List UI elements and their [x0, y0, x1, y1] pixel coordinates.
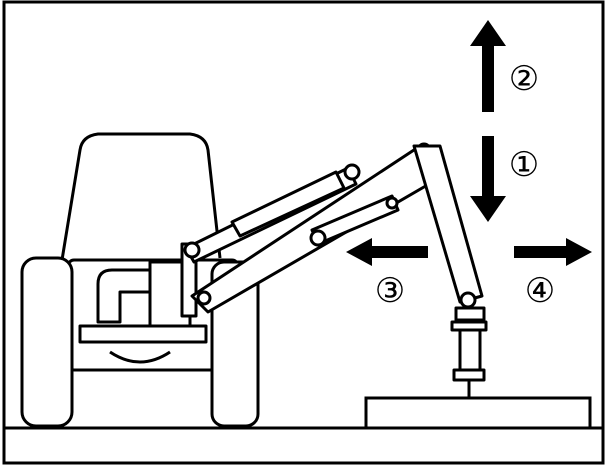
arrow-up-icon	[470, 20, 506, 112]
tool-head	[450, 306, 488, 398]
label-up: ②	[509, 59, 539, 99]
arrow-right-icon	[514, 238, 592, 266]
front-curve	[109, 350, 171, 364]
rear-wheel	[20, 256, 74, 428]
dipper-arm	[412, 144, 484, 309]
hydraulic-cylinder	[184, 166, 358, 264]
arrow-down-icon	[470, 136, 506, 222]
label-down: ①	[509, 145, 539, 185]
label-left: ③	[375, 271, 405, 311]
ground-load	[364, 396, 592, 430]
arrow-left-icon	[346, 238, 428, 266]
label-right: ④	[525, 271, 555, 311]
